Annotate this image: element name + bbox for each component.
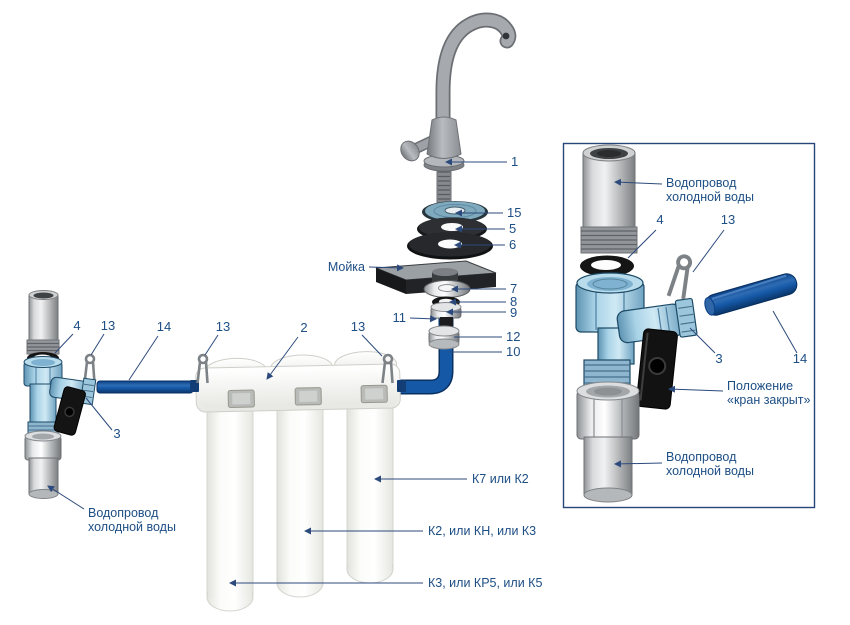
tee-assembly-main [23, 290, 97, 499]
label-part-7: 7 [510, 281, 517, 296]
label-valve-closed-1: Положение [727, 379, 793, 393]
label-part-2: 2 [300, 320, 307, 335]
label-cartridge-top: К7 или К2 [472, 472, 529, 486]
label-inset-13: 13 [721, 212, 735, 227]
label-part-1: 1 [511, 154, 518, 169]
head-port-right [397, 380, 406, 392]
filter-cartridge-left [206, 401, 254, 612]
leader-inset-3 [689, 327, 716, 354]
label-part-14: 14 [157, 319, 171, 334]
label-part-9: 9 [510, 305, 517, 320]
leader-inset-water-top [614, 178, 663, 186]
inset-pipe-nut [576, 381, 640, 440]
nut-9 [430, 302, 462, 319]
label-part-5: 5 [509, 221, 516, 236]
head-clip-button [360, 384, 388, 404]
inset-cold-pipe-bottom [583, 436, 633, 496]
leader-valve-closed [668, 385, 724, 393]
leader-13a [90, 333, 105, 356]
leader-14 [128, 335, 159, 381]
inset-valve-handle-closed [635, 328, 678, 410]
inset-o-ring-4 [580, 255, 634, 277]
head-clip-button [227, 389, 255, 408]
washer-6-black [407, 232, 493, 260]
label-part-15: 15 [507, 205, 521, 220]
label-cartridge-middle: К2, или КН, или К3 [428, 524, 536, 538]
filter-cartridge-right [346, 401, 394, 584]
label-sink: Мойка [328, 260, 365, 274]
label-part-10: 10 [506, 344, 520, 359]
leader-sink [368, 264, 404, 272]
label-part-3: 3 [113, 426, 120, 441]
label-inset-14: 14 [793, 351, 807, 366]
inset-cold-pipe-top [582, 152, 636, 230]
cold-pipe-bottom [28, 457, 59, 495]
leader-2 [266, 336, 299, 380]
inset-tee-valve [575, 272, 698, 391]
label-inset-3: 3 [715, 351, 722, 366]
label-part-6: 6 [509, 237, 516, 252]
label-part-13-right: 13 [351, 319, 365, 334]
cold-pipe-top [28, 294, 59, 344]
label-inset-water-bottom-1: Водопровод [666, 450, 737, 464]
leader-4 [54, 333, 74, 354]
leader-inset-13 [692, 229, 725, 273]
leader-inset-water-bottom [614, 460, 663, 468]
label-part-12: 12 [506, 329, 520, 344]
tube-left-14 [96, 380, 194, 394]
label-part-4: 4 [73, 318, 80, 333]
leader-cold-water-left [47, 485, 85, 510]
leader-lines [47, 158, 798, 587]
leader-13c [361, 334, 383, 357]
leader-inset-4 [627, 229, 657, 259]
label-part-13-mid: 13 [216, 319, 230, 334]
filter-cartridge-middle [276, 401, 324, 598]
head-port-left [190, 380, 199, 392]
leader-11 [409, 315, 437, 323]
head-clip-button [294, 387, 322, 406]
nut-12 [428, 325, 460, 350]
leader-13b [204, 334, 219, 356]
tube-right-elbow-10 [399, 318, 454, 395]
label-cartridge-bottom: К3, или КР5, или К5 [428, 576, 542, 590]
label-inset-water-top-2: холодной воды [666, 190, 754, 204]
inset-tube-14 [704, 273, 798, 316]
label-inset-4: 4 [656, 212, 663, 227]
label-inset-water-bottom-2: холодной воды [666, 464, 754, 478]
pipe-nut-bottom [24, 430, 62, 461]
leader-inset-14 [772, 310, 798, 354]
inset-detail-box [562, 142, 816, 509]
label-inset-water-top-1: Водопровод [666, 176, 737, 190]
label-cold-water-left-2: холодной воды [88, 520, 176, 534]
label-part-11: 11 [393, 310, 407, 325]
leader-3 [85, 397, 113, 431]
faucet-body [426, 116, 462, 159]
label-valve-closed-2: «кран закрыт» [727, 393, 811, 407]
filter-head [195, 351, 401, 413]
label-part-8: 8 [510, 294, 517, 309]
label-part-13-left: 13 [101, 318, 115, 333]
labels: 1 15 5 6 Мойка 7 8 9 11 12 10 4 13 14 13… [73, 154, 810, 590]
drinking-faucet [400, 12, 517, 219]
label-cold-water-left-1: Водопровод [88, 506, 159, 520]
valve-handle [53, 386, 86, 436]
